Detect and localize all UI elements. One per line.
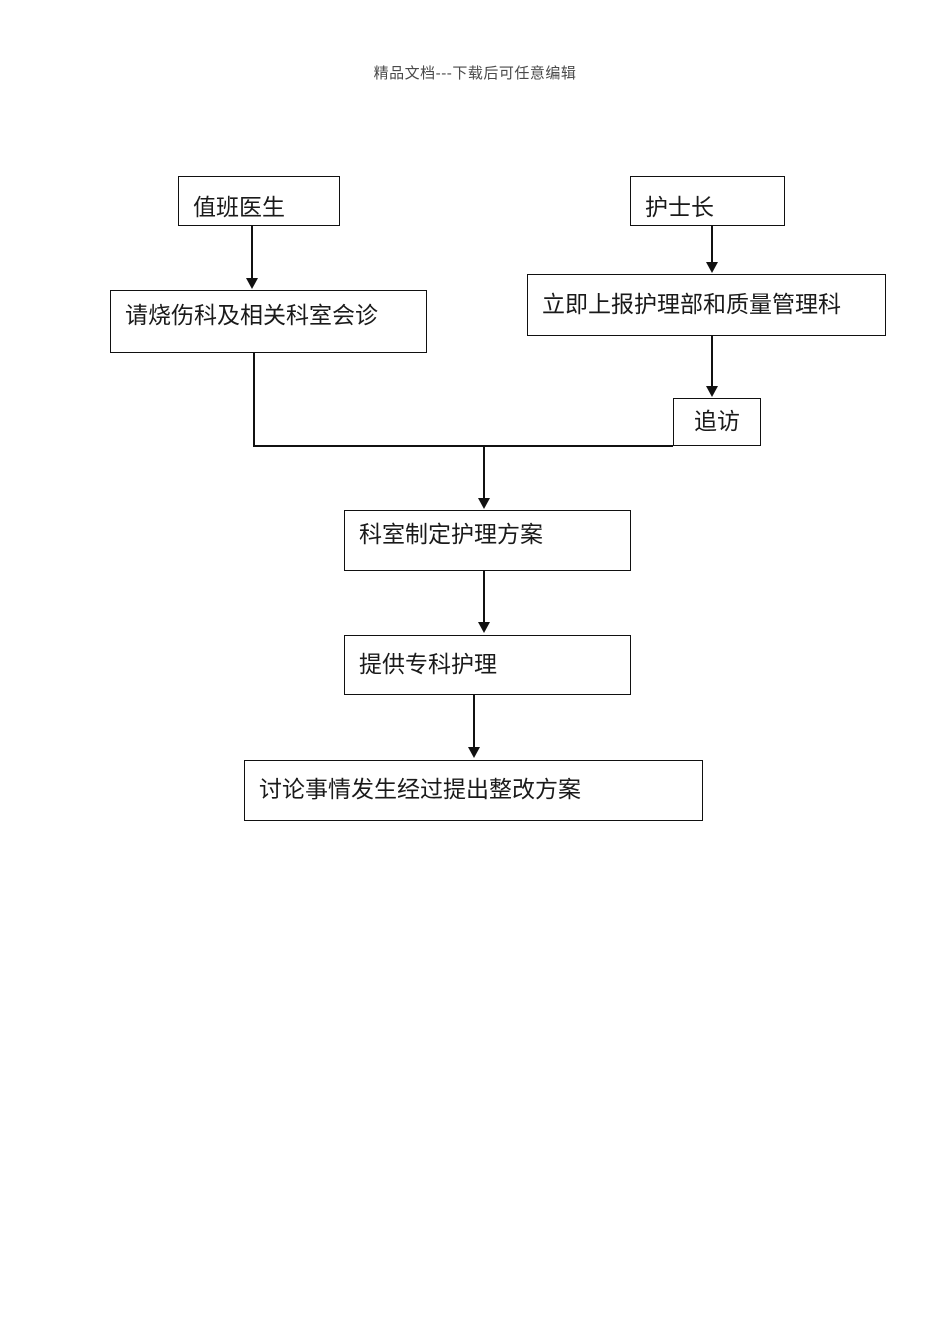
edge-duty-doctor-to-consult-line: [251, 226, 253, 279]
edge-head-nurse-to-report-arrowhead: [706, 262, 718, 273]
edge-report-to-followup-line: [711, 336, 713, 387]
flow-node-report-nursing-dept[interactable]: 立即上报护理部和质量管理科: [527, 274, 886, 336]
edge-bus-to-plan-line: [483, 446, 485, 499]
flow-node-dept-nursing-plan[interactable]: 科室制定护理方案: [344, 510, 631, 571]
flow-node-label: 讨论事情发生经过提出整改方案: [259, 777, 581, 804]
flow-node-burn-dept-consult[interactable]: 请烧伤科及相关科室会诊: [110, 290, 427, 353]
flow-node-label: 护士长: [645, 194, 714, 221]
edge-plan-to-care-line: [483, 571, 485, 623]
edge-report-to-followup-arrowhead: [706, 386, 718, 397]
flow-node-label: 科室制定护理方案: [359, 522, 543, 549]
edge-consult-to-plan-vertical: [253, 353, 255, 447]
edge-bus-to-plan-arrowhead: [478, 498, 490, 509]
edge-head-nurse-to-report-line: [711, 226, 713, 263]
flow-node-discuss-improvement[interactable]: 讨论事情发生经过提出整改方案: [244, 760, 703, 821]
edge-plan-to-care-arrowhead: [478, 622, 490, 633]
edge-care-to-discuss-line: [473, 695, 475, 748]
document-header-note: 精品文档---下载后可任意编辑: [373, 64, 577, 82]
flow-node-label: 提供专科护理: [359, 651, 497, 678]
edge-care-to-discuss-arrowhead: [468, 747, 480, 758]
edge-duty-doctor-to-consult-arrowhead: [246, 278, 258, 289]
flow-node-label: 值班医生: [193, 194, 285, 221]
edge-merge-horizontal-bus: [253, 445, 673, 447]
flow-node-label: 追访: [694, 408, 740, 435]
flow-node-head-nurse[interactable]: 护士长: [630, 176, 785, 226]
flow-node-label: 立即上报护理部和质量管理科: [542, 291, 841, 318]
flow-node-follow-up[interactable]: 追访: [673, 398, 761, 446]
flow-node-specialist-care[interactable]: 提供专科护理: [344, 635, 631, 695]
flow-node-duty-doctor[interactable]: 值班医生: [178, 176, 340, 226]
flow-node-label: 请烧伤科及相关科室会诊: [125, 303, 378, 330]
